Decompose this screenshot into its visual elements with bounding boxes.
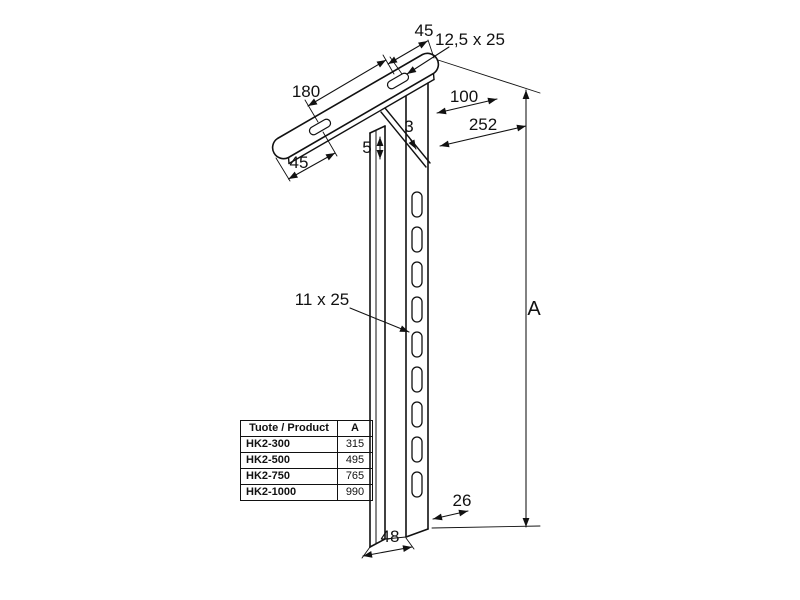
dimension-plate-end-45-top: 45 [387,21,435,75]
dim-label-45-left: 45 [290,153,309,172]
table-header-row: Tuote / Product A [240,420,373,437]
table-row: HK2-1000 990 [240,484,373,501]
table-header-product: Tuote / Product [240,420,338,437]
dim-label-post-slot: 11 x 25 [295,290,350,309]
plate-slot-right [386,72,410,90]
dimension-plate-thickness-5: 5 [362,136,384,160]
dimension-post-slot-size: 11 x 25 [295,290,410,333]
dim-label-a: A [527,298,541,320]
product-a-value: 495 [337,452,373,469]
dimension-plate-end-45-left: 45 [275,131,338,182]
dim-label-45-top: 45 [415,21,434,40]
dimension-gusset-thickness-3: 3 [404,117,417,150]
dimension-plate-length-180: 180 [292,54,395,123]
table-row: HK2-300 315 [240,436,373,453]
product-a-value: 765 [337,468,373,485]
product-name: HK2-750 [240,468,338,485]
dim-label-5: 5 [362,138,371,157]
product-a-value: 315 [337,436,373,453]
dimension-plate-slot-size: 12,5 x 25 [406,30,505,75]
dim-label-100: 100 [450,87,478,106]
dimension-offset-252: 252 [439,115,527,148]
table-row: HK2-500 495 [240,452,373,469]
product-table: Tuote / Product A HK2-300 315 HK2-500 49… [240,420,373,501]
dimension-height-a: A [431,59,541,529]
table-header-a: A [337,420,373,437]
dimension-channel-depth-26: 26 [432,491,472,521]
product-name: HK2-1000 [240,484,338,501]
table-row: HK2-750 765 [240,468,373,485]
dim-label-48: 48 [381,527,400,546]
product-a-value: 990 [337,484,373,501]
product-name: HK2-500 [240,452,338,469]
dimension-channel-width-48: 48 [361,527,415,559]
post-slot-holes [411,191,423,498]
dim-label-3: 3 [404,117,413,136]
dim-label-252: 252 [469,115,497,134]
plate-slot-left [308,118,332,136]
dim-label-plate-slot: 12,5 x 25 [435,30,505,49]
dimension-offset-100: 100 [436,87,498,115]
gusset-brace [380,107,431,168]
product-name: HK2-300 [240,436,338,453]
dim-label-180: 180 [292,82,320,101]
dim-label-26: 26 [453,491,472,510]
top-plate [271,52,440,165]
